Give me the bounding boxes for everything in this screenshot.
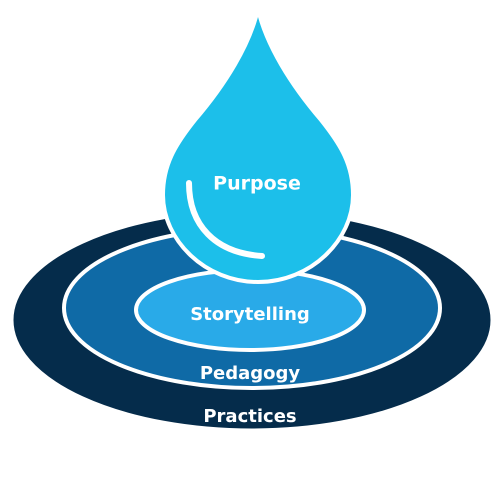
drop-highlight-icon: [186, 180, 265, 259]
storytelling-label: Storytelling: [190, 304, 310, 325]
practices-label: Practices: [203, 406, 296, 427]
purpose-label: Purpose: [213, 173, 301, 195]
water-drop-icon: [161, 7, 355, 284]
pedagogy-label: Pedagogy: [200, 363, 301, 384]
